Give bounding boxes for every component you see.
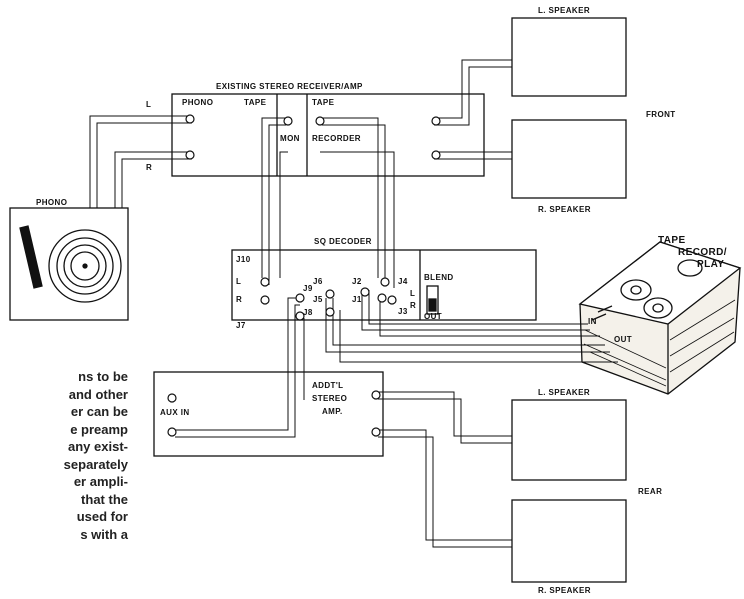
tape-deck-label-1: TAPE (658, 235, 686, 246)
rear-amp-label-2: STEREO (312, 394, 348, 403)
jack-j9-label: J9 (303, 284, 313, 293)
receiver-recorder-label: RECORDER (312, 134, 361, 143)
receiver-tape-rec-label: TAPE (312, 98, 335, 107)
jack-j3-label: J3 (398, 307, 408, 316)
receiver-title: EXISTING STEREO RECEIVER/AMP (216, 82, 363, 91)
rear-amp-label-1: ADDT'L (312, 381, 344, 390)
tape-deck-label-2: RECORD/ (678, 247, 727, 258)
platter-outer (48, 229, 122, 303)
rear-amp-label-3: AMP. (322, 407, 343, 416)
paragraph-line: any exist- (68, 439, 128, 454)
paragraph-line: that the (81, 491, 128, 507)
paragraph-line: used for (76, 509, 128, 524)
receiver-phono-label: PHONO (182, 98, 214, 107)
receiver-mon-label: MON (280, 134, 300, 143)
receiver-tape-label: TAPE (244, 98, 267, 107)
tape-out-label: OUT (614, 335, 633, 344)
jack-j1-label: J1 (352, 295, 362, 304)
rear-label: REAR (638, 487, 663, 496)
tape-deck-label-3: PLAY (697, 259, 725, 270)
front-left-speaker-label: L. SPEAKER (538, 6, 591, 15)
paragraph-line: ns to be (78, 369, 128, 384)
front-label: FRONT (646, 110, 676, 119)
paragraph-line: separately (63, 456, 128, 472)
aux-in-label: AUX IN (160, 408, 190, 417)
article-paragraph: ns to be and other er can be e preamp an… (0, 368, 128, 543)
phono-left-label: L (146, 100, 152, 109)
paragraph-line: s with a (80, 526, 128, 542)
phono-label: PHONO (36, 198, 68, 207)
paragraph-line: er can be (70, 404, 128, 419)
decoder-l-label: L (236, 277, 242, 286)
paragraph-line: er ampli- (73, 474, 128, 489)
paragraph-line: and other (68, 386, 128, 402)
rear-amp-box (153, 371, 384, 457)
sq-decoder-box (231, 249, 537, 321)
rear-right-speaker-box (511, 499, 627, 583)
turntable-box (9, 207, 129, 321)
jack-j8-label: J8 (303, 308, 313, 317)
jack-j6-label: J6 (313, 277, 323, 286)
jack-j10-label: J10 (236, 255, 251, 264)
blend-out-label: OUT (424, 312, 443, 321)
decoder-title: SQ DECODER (314, 237, 372, 246)
decoder-l-out-label: L (410, 289, 416, 298)
jack-j5-label: J5 (313, 295, 323, 304)
jack-j4-label: J4 (398, 277, 408, 286)
paragraph-line: e preamp (70, 421, 128, 437)
tape-in-label: IN (588, 317, 597, 326)
decoder-r-label: R (236, 295, 243, 304)
phono-right-label: R (146, 163, 153, 172)
decoder-r-out-label: R (410, 301, 417, 310)
rear-right-speaker-label: R. SPEAKER (538, 586, 591, 595)
front-right-speaker-label: R. SPEAKER (538, 205, 591, 214)
jack-j7-label: J7 (236, 321, 246, 330)
tonearm (19, 225, 43, 289)
receiver-box (171, 93, 485, 177)
front-right-speaker-box (511, 119, 627, 199)
rear-left-speaker-box (511, 399, 627, 481)
rear-left-speaker-label: L. SPEAKER (538, 388, 591, 397)
front-left-speaker-box (511, 17, 627, 97)
jack-j2-label: J2 (352, 277, 362, 286)
blend-label: BLEND (424, 273, 454, 282)
